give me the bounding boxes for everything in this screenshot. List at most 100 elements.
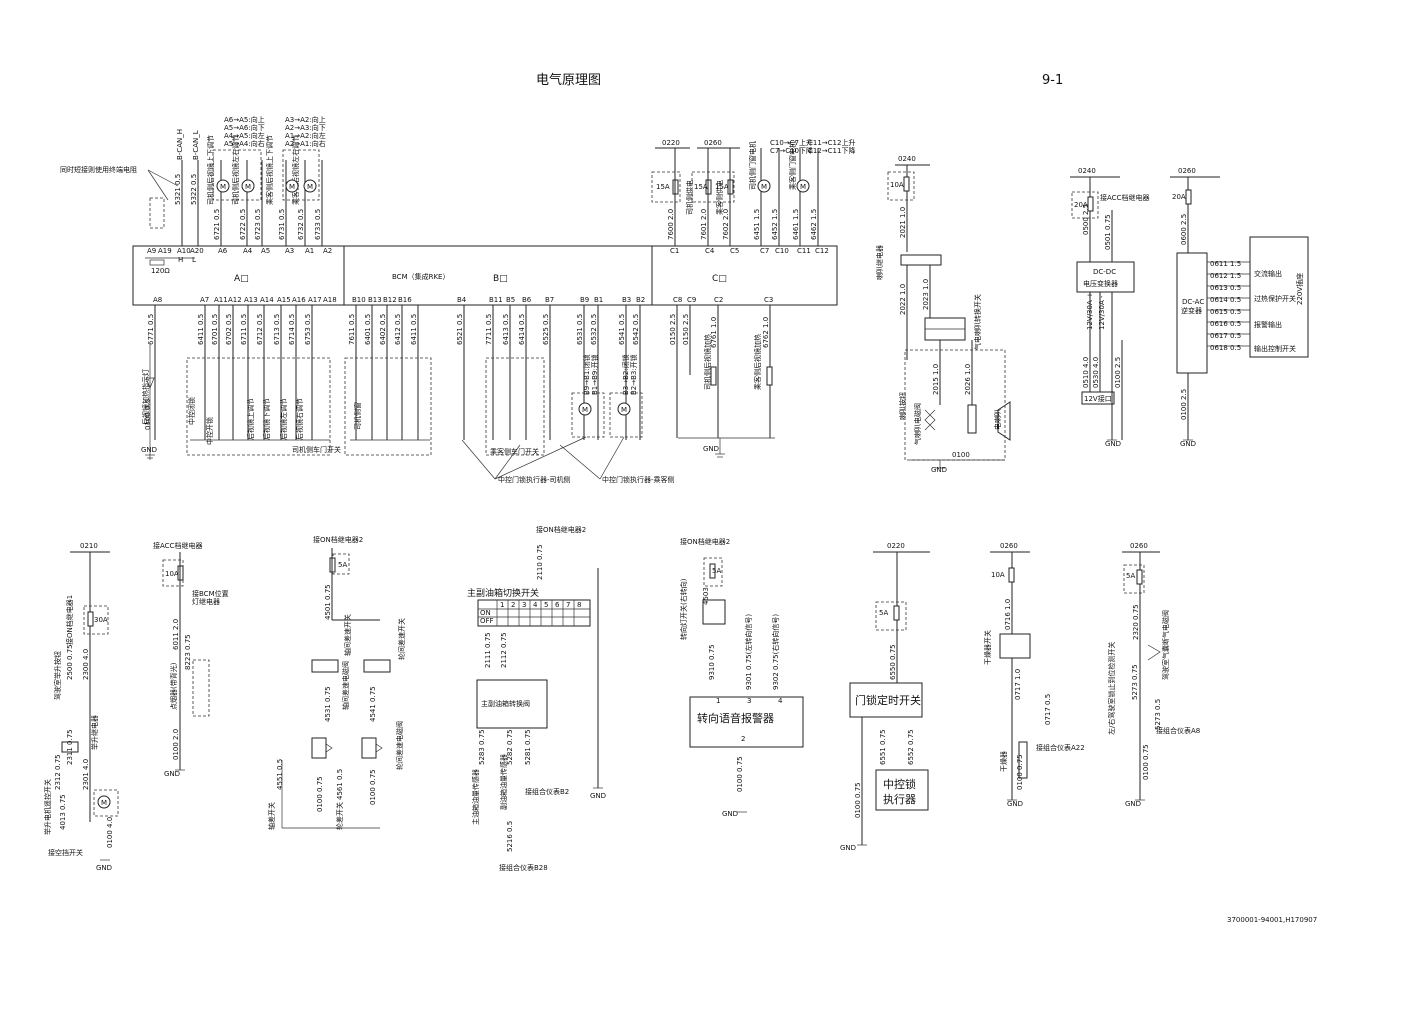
svg-text:M: M	[289, 183, 295, 191]
b3-wire: 0100 0.75	[316, 776, 324, 812]
pin-c-top: C1	[670, 247, 679, 255]
dcac-wire-label: 0617 0.5	[1210, 332, 1241, 340]
window-label: 司机侧供电	[685, 180, 694, 215]
pin-b-bottom: B5	[506, 296, 515, 304]
can-label: B-CAN_H	[176, 129, 184, 160]
pin-b-bottom: B12	[383, 296, 397, 304]
switch-column: 5	[544, 601, 548, 609]
svg-text:灯继电器: 灯继电器	[192, 597, 220, 606]
b2-wire: 0100 2.0	[172, 729, 180, 760]
b1-wire: 2311 0.75	[66, 729, 74, 765]
pin-b-bottom: B3	[622, 296, 631, 304]
svg-text:接组合仪表B2: 接组合仪表B2	[525, 787, 569, 796]
bcm-module: 120Ω A□ BCM（集成RKE） B□ C□ A9 A19 A10 A20 …	[132, 245, 838, 306]
wire-label: 0530 4.0	[1092, 357, 1100, 388]
dcac-wire-label: 0100 2.5	[1180, 389, 1188, 420]
wire-label: 6731 0.5	[278, 209, 286, 240]
b1-wire: 2312 0.75	[54, 754, 62, 790]
horn-circuit: 0240 10A 喇叭继电器 气电喇叭转换开关 喇叭按钮 气喇叭电磁阀 电喇叭 …	[875, 155, 1011, 474]
switch-column: 7	[566, 601, 570, 609]
b6-wire: 6552 0.75	[907, 729, 915, 765]
svg-text:逆变器: 逆变器	[1181, 306, 1202, 315]
svg-text:20A: 20A	[1074, 201, 1088, 209]
b1-wire: 2500 0.75	[66, 644, 74, 680]
b8-label: 左/右驾驶室锁止到位检测开关	[1107, 642, 1116, 735]
b3-label: 轴差开关	[267, 802, 276, 830]
svg-text:M: M	[621, 406, 627, 414]
switch-column: 2	[511, 601, 515, 609]
svg-text:A5→A4:向右: A5→A4:向右	[224, 139, 265, 148]
svg-text:接空挡开关: 接空挡开关	[48, 848, 83, 857]
svg-text:接ACC档继电器: 接ACC档继电器	[1100, 193, 1149, 202]
window-power-section: 0220 0260 15A 15A 15A M M C10→C7上升 C7→C1…	[651, 138, 855, 246]
can-label: B-CAN_L	[192, 130, 200, 160]
lower-circuits: 0210 30A M GND 接空挡开关 接ACC档继电器 10A 接BCM位置…	[48, 214, 1250, 872]
pin-b-bottom: B11	[489, 296, 503, 304]
b1-label: 举升继电器	[90, 715, 99, 750]
driver-door-switch-label: 司机侧车门开关	[292, 445, 341, 454]
b6-wire: 6550 0.75	[889, 644, 897, 680]
wire-label: 5321 0.5	[174, 174, 182, 205]
wire-label: 6711 0.5	[240, 314, 248, 345]
b1-wire: 2301 4.0	[82, 759, 90, 790]
svg-text:30A: 30A	[94, 616, 108, 624]
pin-a-bottom: A14	[260, 296, 274, 304]
pin-a3: A3	[285, 247, 294, 255]
b3-wire: 0100 0.75	[369, 769, 377, 805]
b7-wire: 0716 1.0	[1004, 599, 1012, 630]
pin-c-top: C10	[775, 247, 789, 255]
pin-a10: A10	[177, 247, 191, 255]
wire-label: 2023 1.0	[922, 279, 930, 310]
svg-text:接组合仪表B28: 接组合仪表B28	[499, 863, 548, 872]
svg-text:C11→C12上升: C11→C12上升	[808, 138, 855, 147]
svg-text:12V接口: 12V接口	[1084, 394, 1112, 403]
b6-wire: 0100 0.75	[854, 782, 862, 818]
b4-wire: 2110 0.75	[536, 544, 544, 580]
svg-text:电喇叭: 电喇叭	[993, 409, 1002, 430]
wire-label: 0510 4.0	[1082, 357, 1090, 388]
bcm-section-a: A□	[234, 274, 249, 284]
svg-text:5A: 5A	[879, 609, 888, 617]
svg-text:A4→A5:向左: A4→A5:向左	[224, 131, 265, 140]
svg-text:A6→A5:向上: A6→A5:向上	[224, 115, 265, 124]
turn-signal-alarm-label: 转向语音报警器	[697, 711, 774, 725]
b1-wire: 2300 4.0	[82, 649, 90, 680]
svg-text:GND: GND	[1007, 800, 1023, 808]
wire-label: 0150 2.5	[682, 314, 690, 345]
svg-text:1: 1	[716, 697, 720, 705]
svg-text:ON: ON	[480, 609, 491, 617]
lock-direction: B9→B1:闭锁	[582, 354, 591, 395]
dcac-wire-label: 0600 2.5	[1180, 214, 1188, 245]
svg-text:10A: 10A	[890, 181, 904, 189]
pin-c-top: C12	[815, 247, 829, 255]
b2-wire: 6011 2.0	[172, 619, 180, 650]
pin-c-bottom: C2	[714, 296, 723, 304]
wire-label: 6451 1.5	[753, 209, 761, 240]
page-number: 9-1	[1042, 73, 1063, 88]
pin-b-bottom: B16	[398, 296, 412, 304]
unlock-label: 中控开锁	[205, 417, 214, 445]
b3-wire: 4501 0.75	[324, 584, 332, 620]
wire-label: 6401 0.5	[364, 314, 372, 345]
wire-label: 2015 1.0	[932, 364, 940, 395]
svg-text:GND: GND	[590, 792, 606, 800]
wire-label: 6771 0.5	[147, 314, 155, 345]
svg-text:GND: GND	[1125, 800, 1141, 808]
pin-a-bottom: A11	[214, 296, 228, 304]
svg-text:A5→A6:向下: A5→A6:向下	[224, 123, 265, 132]
wire-label: 6542 0.5	[632, 314, 640, 345]
b4-label: 主油箱油量传感器	[471, 769, 480, 825]
pin-b-bottom: B4	[457, 296, 467, 304]
svg-text:气喇叭电磁阀: 气喇叭电磁阀	[913, 403, 922, 445]
wire-label: 6402 0.5	[379, 314, 387, 345]
pin-c-top: C11	[797, 247, 811, 255]
svg-text:GND: GND	[164, 770, 180, 778]
b4-wire: 5216 0.5	[506, 821, 514, 852]
b1-wire: 0100 4.0	[106, 817, 114, 848]
b7-wire: 0100 0.75	[1016, 754, 1024, 790]
pin-a-bottom: A16	[292, 296, 306, 304]
window-label: 司机侧门窗电机	[748, 141, 757, 190]
b5-wire: 0100 0.75	[736, 756, 744, 792]
dcac-wire-label: 0611 1.5	[1210, 260, 1241, 268]
